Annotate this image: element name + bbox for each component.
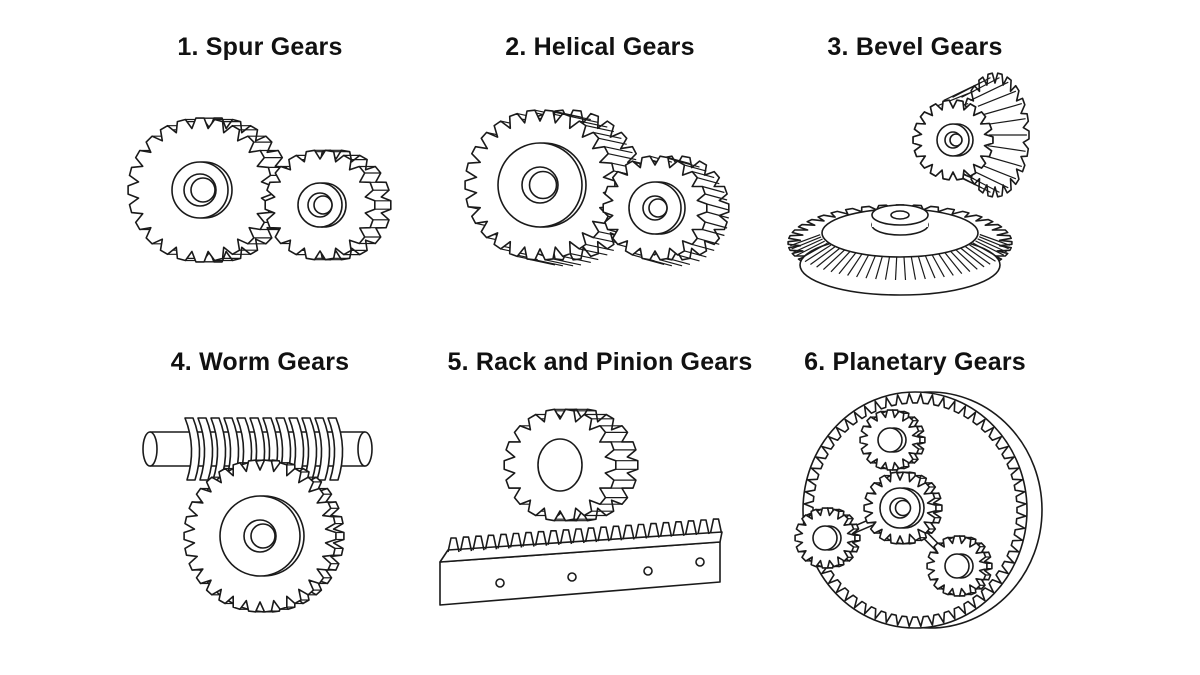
panel-title: 1. Spur Gears <box>177 33 343 61</box>
panel-title: 5. Rack and Pinion Gears <box>447 348 753 376</box>
panel-bevel-gears: 3. Bevel Gears <box>725 25 1105 325</box>
panel-title: 6. Planetary Gears <box>804 348 1026 376</box>
rack-and-pinion-icon <box>439 408 723 606</box>
panel-worm-gears: 4. Worm Gears <box>70 340 450 640</box>
bevel-gears-icon <box>787 72 1030 296</box>
panel-planetary-gears: 6. Planetary Gears <box>725 340 1105 640</box>
panel-title: 2. Helical Gears <box>505 33 695 61</box>
spur-gears-icon <box>127 117 392 263</box>
worm-gears-icon <box>142 417 373 613</box>
planetary-gears-icon <box>794 391 1043 629</box>
helical-gears-icon <box>464 109 730 267</box>
panel-helical-gears: 2. Helical Gears <box>410 25 790 325</box>
panel-title: 4. Worm Gears <box>170 348 350 376</box>
panel-title: 3. Bevel Gears <box>827 33 1003 61</box>
panel-rack-and-pinion-gears: 5. Rack and Pinion Gears <box>410 340 790 640</box>
panel-spur-gears: 1. Spur Gears <box>70 25 450 325</box>
